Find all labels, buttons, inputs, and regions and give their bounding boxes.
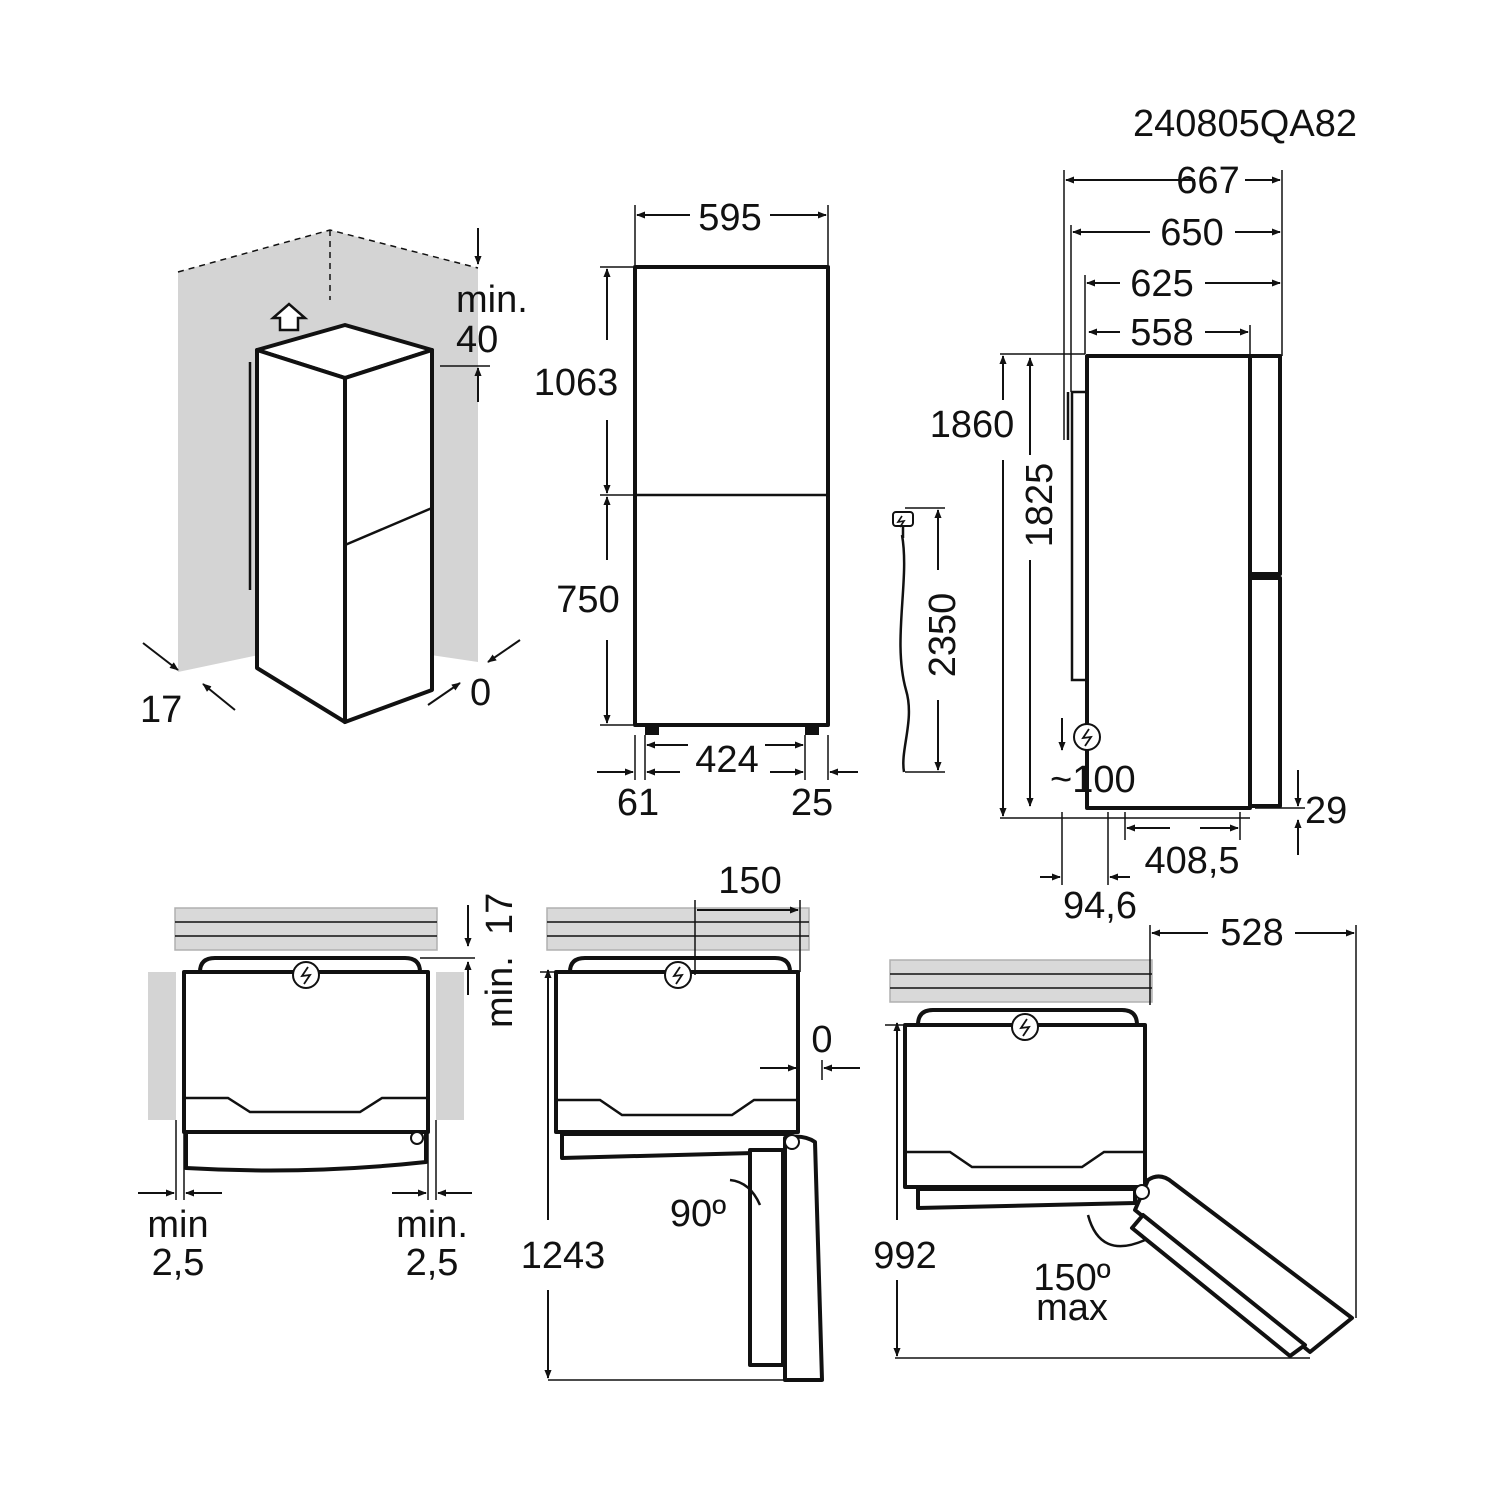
side-height-body: 1825 bbox=[1019, 463, 1061, 548]
iso-view: min. 40 17 0 bbox=[140, 228, 528, 731]
wall-side-left-l2: 2,5 bbox=[152, 1242, 205, 1284]
wall-side-right-l1: min. bbox=[396, 1204, 468, 1246]
side-feet-span: 408,5 bbox=[1144, 840, 1239, 882]
front-lower-height: 750 bbox=[556, 579, 619, 621]
drawing-code: 240805QA82 bbox=[1133, 103, 1357, 145]
top-view-150: 150º max 528 992 bbox=[873, 912, 1357, 1359]
front-view: 595 1063 750 424 61 25 bbox=[534, 197, 858, 824]
side-feet-offset: 94,6 bbox=[1063, 885, 1137, 927]
power-plug-icon bbox=[1011, 1013, 1039, 1041]
side-depth-handle: 650 bbox=[1160, 212, 1223, 254]
side-height-total: 1860 bbox=[930, 404, 1015, 446]
side-depth-door: 625 bbox=[1130, 263, 1193, 305]
side-view: 667 650 625 558 1860 1825 ~100 29 408,5 bbox=[930, 160, 1348, 927]
cable-view: 2350 bbox=[892, 507, 964, 773]
side-depth-total: 667 bbox=[1176, 160, 1239, 202]
wall-rear-gap-l2: 17 bbox=[479, 893, 521, 935]
iso-top-gap-l1: min. bbox=[456, 279, 528, 321]
door90-angle: 90º bbox=[670, 1193, 726, 1235]
wall-rear-gap-l1: min. bbox=[479, 956, 521, 1028]
power-plug-icon bbox=[664, 961, 692, 989]
wall-side-right-l2: 2,5 bbox=[406, 1242, 459, 1284]
up-arrow-icon bbox=[269, 302, 309, 332]
front-left-offset: 61 bbox=[617, 782, 659, 824]
door150-angle-l1: 150º bbox=[1033, 1257, 1110, 1299]
front-right-offset: 25 bbox=[791, 782, 833, 824]
door150-angle-l2: max bbox=[1036, 1287, 1108, 1329]
iso-back-gap: 0 bbox=[470, 672, 491, 714]
power-plug-icon bbox=[1073, 723, 1101, 751]
top-view-wall: min. 17 min 2,5 min. 2,5 bbox=[138, 893, 521, 1284]
door90-hinge-offset: 150 bbox=[718, 860, 781, 902]
front-width: 595 bbox=[698, 197, 761, 239]
door150-depth: 992 bbox=[873, 1235, 936, 1277]
side-depth-body: 558 bbox=[1130, 312, 1193, 354]
door90-depth: 1243 bbox=[521, 1235, 606, 1277]
wall-side-left-l1: min bbox=[147, 1204, 208, 1246]
top-view-90: 90º 150 0 1243 bbox=[521, 860, 860, 1382]
power-plug-icon bbox=[896, 515, 906, 528]
iso-top-gap-l2: 40 bbox=[456, 319, 498, 361]
side-plug-height: ~100 bbox=[1050, 759, 1136, 801]
side-foot-height: 29 bbox=[1305, 790, 1347, 832]
door150-width: 528 bbox=[1220, 912, 1283, 954]
iso-side-gap: 17 bbox=[140, 689, 182, 731]
door90-side-gap: 0 bbox=[811, 1019, 832, 1061]
cable-length: 2350 bbox=[922, 593, 964, 678]
power-plug-icon bbox=[292, 961, 320, 989]
front-feet-span: 424 bbox=[695, 739, 758, 781]
front-upper-height: 1063 bbox=[534, 362, 619, 404]
